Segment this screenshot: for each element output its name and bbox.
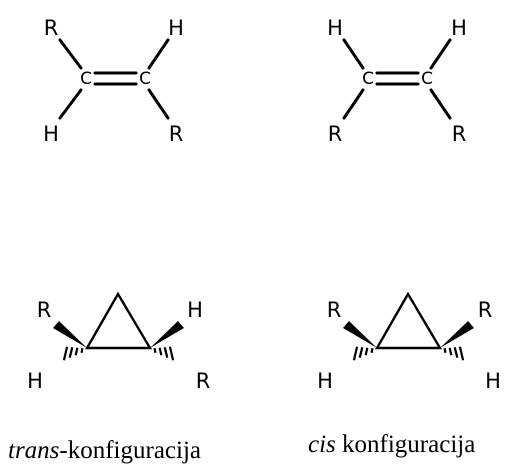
substituent-bottom-right: R: [452, 122, 467, 146]
wedge-bond-right: [440, 321, 474, 348]
carbon-left-label: C: [362, 69, 374, 89]
cyclopropane-ring: [84, 291, 153, 350]
substituent-wedge-left: R: [327, 298, 342, 322]
cis-alkene: C C H H R R: [327, 16, 467, 146]
substituent-bottom-right: R: [169, 122, 184, 146]
hashed-bond-left: [352, 346, 374, 361]
wedge-bond-left: [343, 321, 377, 348]
caption-trans-suffix: -konfiguracija: [59, 437, 201, 464]
substituent-wedge-left: R: [37, 298, 52, 322]
trans-cyclopropane: R H H R: [27, 291, 211, 393]
wedge-bond-left: [53, 321, 87, 348]
hashed-bond-right: [443, 346, 465, 361]
hashed-bond-left: [62, 346, 84, 361]
caption-cis-prefix: cis: [308, 431, 336, 458]
bond: [147, 38, 170, 70]
carbon-right-label: C: [421, 69, 433, 89]
substituent-hash-left: H: [317, 369, 333, 393]
substituent-bottom-left: R: [328, 122, 343, 146]
caption-cis: cis konfiguracija: [308, 431, 475, 458]
substituent-hash-left: H: [27, 369, 43, 393]
bond: [58, 38, 83, 70]
bond: [342, 38, 365, 70]
substituent-hash-right: R: [196, 369, 211, 393]
hashed-bond-right: [153, 346, 175, 361]
substituent-bottom-left: H: [43, 122, 59, 146]
substituent-top-right: H: [451, 16, 467, 40]
bond: [429, 38, 452, 70]
bond: [429, 88, 452, 120]
cyclopropane-ring: [374, 291, 443, 350]
substituent-wedge-right: H: [187, 298, 203, 322]
trans-alkene: C C R H H R: [43, 16, 184, 146]
cis-cyclopropane: R R H H: [317, 291, 501, 393]
bond: [58, 88, 83, 120]
substituent-top-right: H: [168, 16, 184, 40]
substituent-hash-right: H: [485, 369, 501, 393]
substituent-top-left: R: [44, 16, 59, 40]
bond: [147, 88, 170, 120]
wedge-bond-right: [150, 321, 184, 348]
carbon-right-label: C: [139, 69, 151, 89]
bond: [342, 88, 365, 120]
substituent-top-left: H: [327, 16, 343, 40]
caption-trans-prefix: trans: [8, 437, 59, 464]
caption-trans: trans-konfiguracija: [8, 437, 201, 464]
carbon-left-label: C: [80, 69, 92, 89]
caption-cis-suffix: konfiguracija: [336, 431, 476, 458]
substituent-wedge-right: R: [478, 298, 493, 322]
